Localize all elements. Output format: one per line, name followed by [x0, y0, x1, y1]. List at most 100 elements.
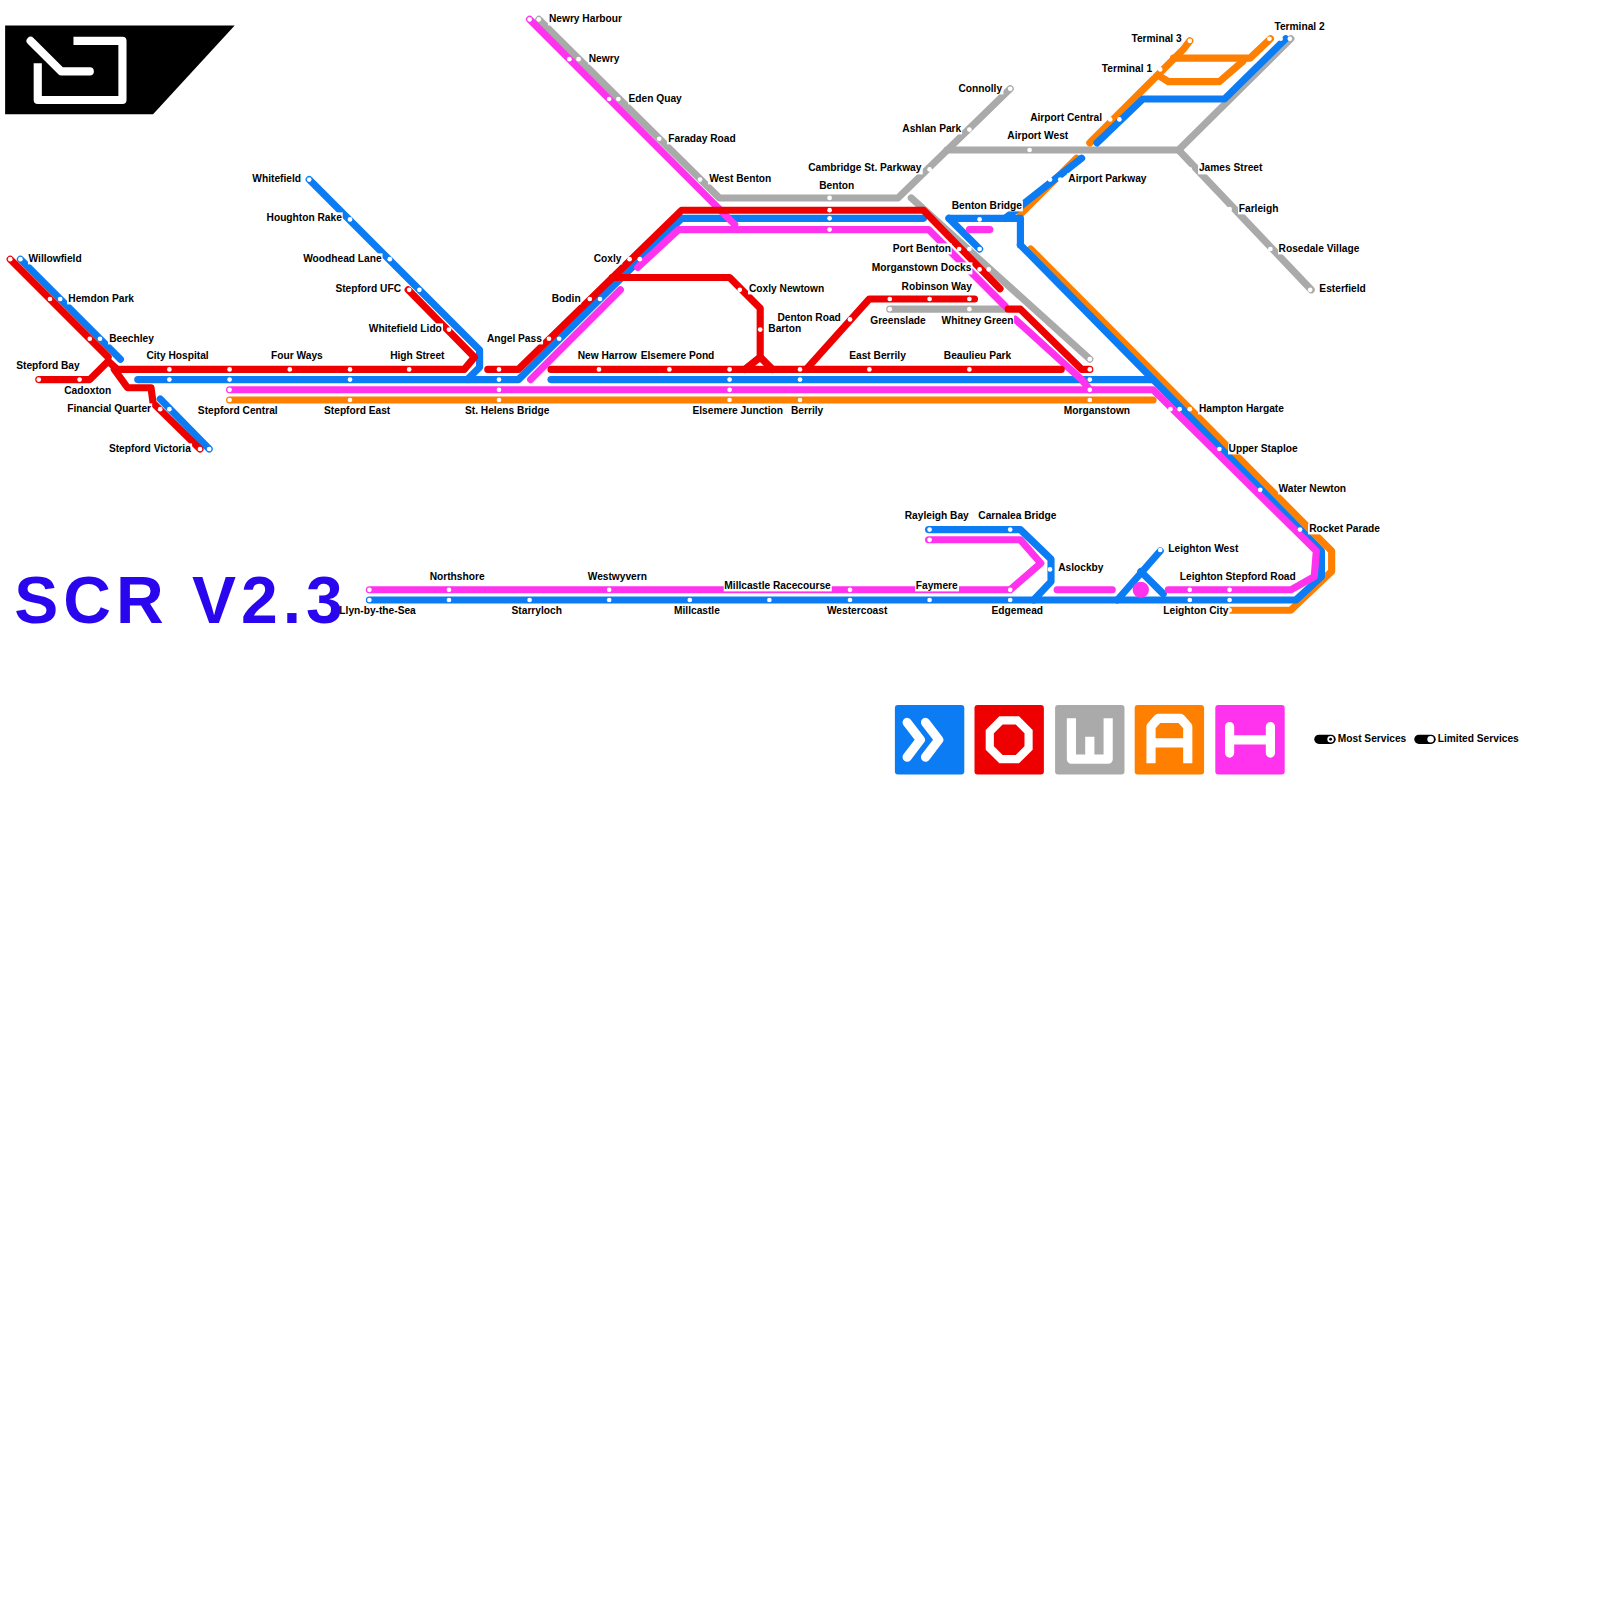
station-label: Aslockby [1057, 563, 1104, 574]
station-dot [1048, 567, 1053, 572]
station-label: Coxly Newtown [748, 283, 825, 294]
station-dot [1187, 598, 1192, 603]
station-dot [827, 216, 832, 221]
station-dot [798, 367, 803, 372]
station-dot [667, 367, 672, 372]
operator-icon [1055, 705, 1124, 774]
station-label: Four Ways [270, 351, 324, 362]
route-line [1015, 319, 1089, 389]
station-label: James Street [1198, 163, 1263, 174]
station-dot [407, 367, 412, 372]
station-dot [417, 287, 422, 292]
station-dot [447, 598, 452, 603]
station-label: Whitney Green [941, 316, 1015, 327]
station-label: Leighton Stepford Road [1179, 571, 1297, 582]
route-lines [10, 19, 1331, 610]
legend-sample [1427, 736, 1434, 743]
station-dot [1008, 587, 1013, 592]
station-label: Edgemead [991, 606, 1045, 617]
station-dot [1187, 167, 1192, 172]
station-label: Beechley [108, 333, 155, 344]
station-dot [1227, 587, 1232, 592]
station-dot [387, 257, 392, 262]
route-line [969, 226, 989, 233]
station-label: Stepford East [323, 406, 391, 417]
station-dot [98, 336, 103, 341]
station-label: East Berrily [848, 351, 907, 362]
station-dot [848, 598, 853, 603]
route-line [530, 19, 735, 224]
station-dot [967, 297, 972, 302]
station-dots [8, 17, 1313, 613]
station-label: New Harrow [577, 351, 638, 362]
route-line [10, 259, 108, 357]
operator-glyph [1151, 718, 1188, 763]
station-dot [607, 587, 612, 592]
station-dot [1087, 377, 1092, 382]
route-line [488, 210, 1000, 369]
station-label: Newry Harbour [548, 14, 623, 25]
station-dot [927, 537, 932, 542]
station-label: Terminal 1 [1101, 64, 1153, 75]
station-dot [8, 257, 13, 262]
station-label: Elsemere Junction [691, 406, 784, 417]
logo-plate [5, 26, 235, 115]
station-dot [1278, 36, 1283, 41]
station-dot [607, 598, 612, 603]
station-label: Llyn-by-the-Sea [338, 606, 416, 617]
station-label: Hampton Hargate [1198, 404, 1285, 415]
station-dot [348, 377, 353, 382]
station-label: City Hospital [145, 351, 209, 362]
station-dot [167, 407, 172, 412]
station-dot [1258, 487, 1263, 492]
operator-icon [1135, 705, 1204, 774]
station-dot [1117, 117, 1122, 122]
map-title: SCR V2.3 [14, 567, 347, 633]
route-line [1008, 309, 1090, 369]
station-dot [447, 587, 452, 592]
station-dot [207, 447, 212, 452]
station-dot [587, 297, 592, 302]
station-label: Rayleigh Bay [904, 511, 970, 522]
station-label: Faymere [915, 580, 959, 591]
station-label: Morganstown Docks [871, 263, 973, 274]
operator-glyph [1071, 718, 1108, 759]
station-dot [848, 587, 853, 592]
station-dot [1008, 86, 1013, 91]
station-label: Cambridge St. Parkway [807, 163, 922, 174]
station-dot [927, 297, 932, 302]
station-dot [1227, 598, 1232, 603]
logo [5, 26, 235, 115]
operator-glyph [1230, 727, 1271, 754]
station-dot [967, 367, 972, 372]
station-dot [547, 336, 552, 341]
station-label: Beaulieu Park [943, 351, 1012, 362]
station-dot [348, 398, 353, 403]
station-label: Stepford Victoria [108, 443, 192, 454]
station-dot [887, 297, 892, 302]
station-label: Berrily [790, 406, 824, 417]
station-dot [77, 377, 82, 382]
route-line [539, 19, 1010, 198]
station-label: Water Newton [1278, 483, 1348, 494]
station-dot [198, 447, 203, 452]
station-label: Willowfield [28, 254, 83, 265]
station-dot [407, 287, 412, 292]
logo-mark [31, 41, 90, 72]
station-dot [348, 217, 353, 222]
station-label: Westwyvern [587, 571, 648, 582]
station-dot [597, 367, 602, 372]
station-label: Houghton Rake [266, 213, 343, 224]
station-dot [227, 377, 232, 382]
route-line [551, 376, 1153, 383]
station-dot [927, 598, 932, 603]
station-dot [18, 257, 23, 262]
legend-text: Most Services [1338, 733, 1407, 744]
operator-icon [974, 705, 1043, 774]
station-dot [657, 136, 662, 141]
station-label: Whitefield [251, 173, 302, 184]
station-label: Connolly [957, 83, 1003, 94]
station-dot [576, 57, 581, 62]
station-dot [758, 327, 763, 332]
station-dot [607, 97, 612, 102]
